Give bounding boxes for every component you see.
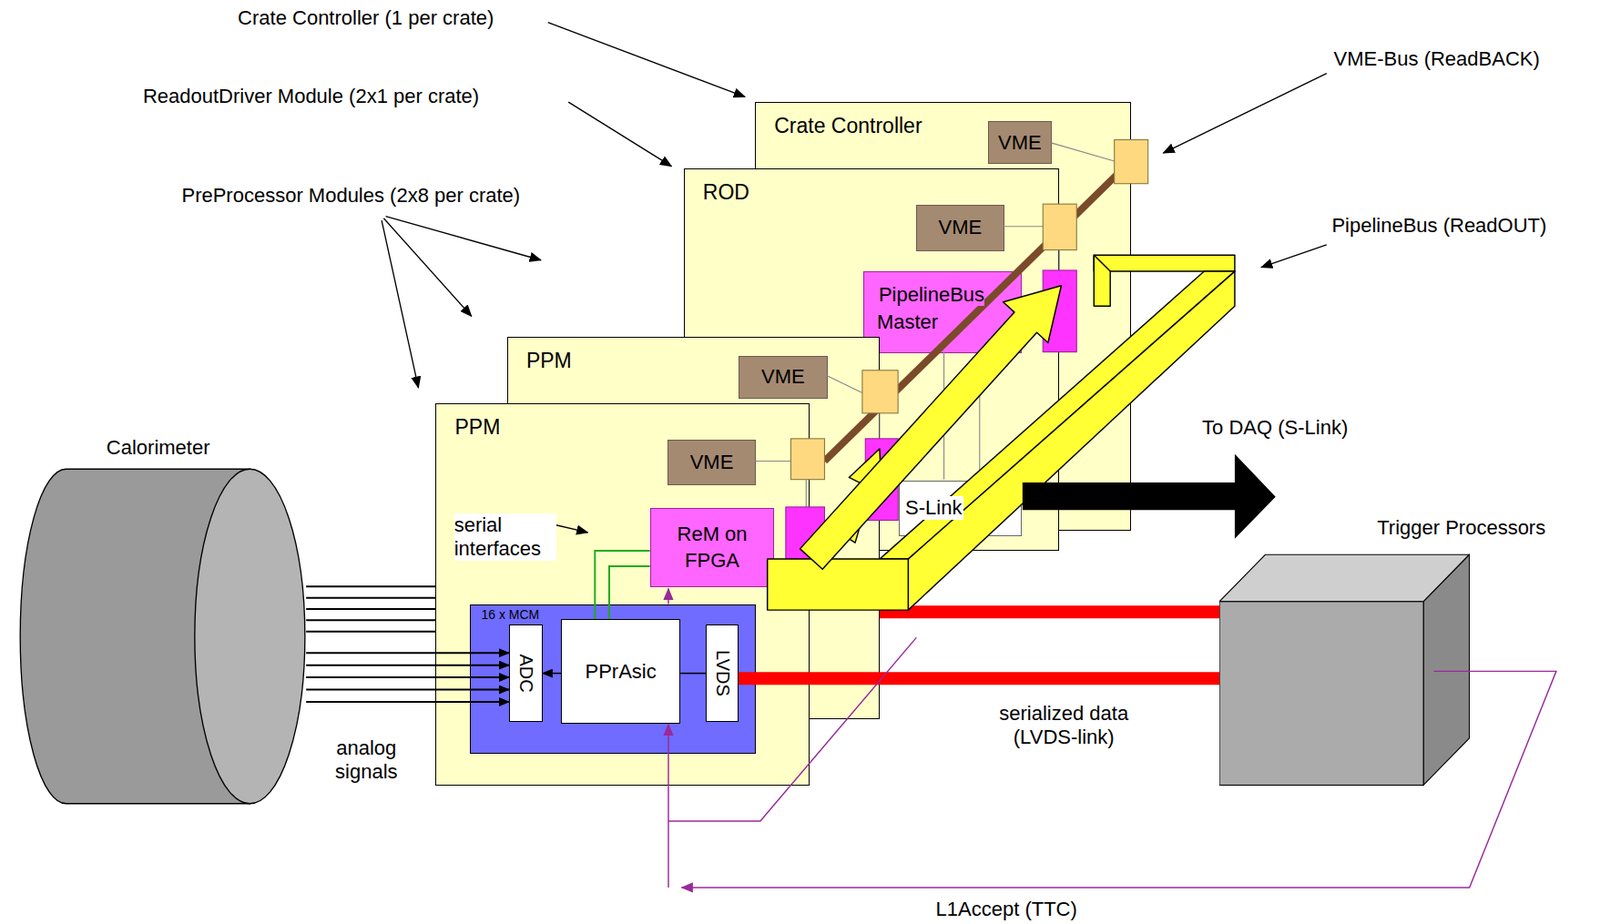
box-label: VME [688,450,736,475]
serial-interface-wire [609,566,651,620]
box-label: S-Link [903,496,964,520]
cylinder-outline [10,467,306,806]
ttc-line [668,589,1557,888]
vme-connectors [790,140,1148,480]
lvds-box: LVDS [705,624,739,724]
box-label: PPrAsic [582,660,658,684]
box-label: VME [759,365,807,389]
calorimeter-cylinder: Calorimeter [10,467,306,806]
shape-heading: Calorimeter [106,436,211,460]
pipeline-bus [767,254,1235,611]
asic-box: PPrAsic [560,619,681,724]
box-label: VME [937,215,985,240]
annotation-label: Crate Controller (1 per crate) [237,6,494,31]
internal-wire [542,672,561,675]
adc-box: ADC [509,624,543,724]
vme-box: VME [988,121,1053,164]
vme-box: VME [738,356,827,399]
box-label: PPM [452,415,502,439]
box-label: PPM [524,348,574,373]
analog-signal-wire [305,652,510,654]
daq-arrow [1022,454,1276,540]
serial-interface-wire [594,550,650,620]
box-label: ADC [515,652,537,694]
pipeline-slots [785,270,1077,560]
analog-signal-wire [305,608,436,611]
annotation-label: To DAQ (S-Link) [1202,416,1348,440]
bus-master-box: PipelineBus Master [863,271,1022,354]
vme-box: VME [916,204,1004,251]
vme-bus [824,161,1131,461]
analog-signal-wire [305,689,510,692]
annotation-label: analog signals [324,736,408,785]
box-label: ReM on FPGA [662,521,764,574]
analog-signal-wire [305,585,436,588]
annotation-label: PipelineBus (ReadOUT) [1331,214,1547,238]
analog-signal-wire [305,701,510,704]
box-label: ROD [701,180,752,204]
vme-box: VME [667,439,756,486]
fpga-box: ReM on FPGA [650,508,775,588]
shape-heading: Trigger Processors [1376,516,1546,541]
box-outline [1219,552,1470,788]
trigger-processor-box: Trigger Processors [1219,552,1470,788]
analog-signal-wire [305,619,436,622]
slink-box: S-Link [898,480,1021,538]
annotation-label: L1Accept (TTC) [936,897,1078,922]
box-label: 16 x MCM [478,607,541,622]
ppm-board: PPM VME ReM on FPGA 16 x MCM ADC PPrAsic LVDS [435,403,809,786]
box-label: LVDS [712,648,734,699]
internal-wire [680,672,706,675]
lvds-link [879,605,1220,619]
mcm-box: 16 x MCM ADC PPrAsic LVDS [469,604,756,755]
annotation-label: PreProcessor Modules (2x8 per crate) [181,183,520,208]
backplane-wires [754,142,1114,508]
annotation-label: ReadoutDriver Module (2x1 per crate) [142,84,479,109]
box-label: Crate Controller [772,113,924,138]
annotation-label: VME-Bus (ReadBACK) [1334,47,1540,72]
leader-arrows [381,22,1327,533]
box-label: VME [996,131,1044,155]
annotation-label: serialized data (LVDS-link) [979,702,1149,751]
lvds-link [738,672,1220,685]
analog-signal-wire [305,676,510,679]
analog-signal-wire [305,664,510,667]
analog-signal-wire [305,631,436,633]
box-label: PipelineBus Master [876,283,985,334]
annotation-label: serial interfaces [454,513,557,562]
analog-signal-wire [305,597,436,600]
